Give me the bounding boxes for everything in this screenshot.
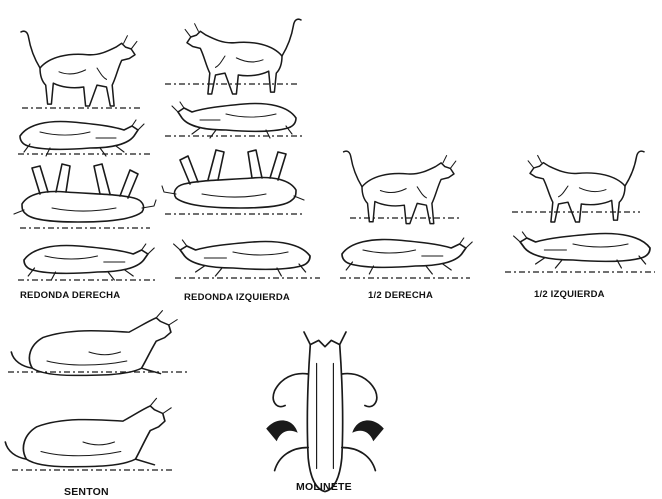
label-redonda-derecha: REDONDA DERECHA	[20, 290, 120, 301]
rd-on-back	[14, 164, 156, 222]
ri-standing	[185, 19, 301, 94]
senton-top	[11, 311, 177, 376]
label-senton: SENTON	[64, 486, 109, 498]
md-standing	[344, 151, 456, 223]
md-lying	[342, 238, 472, 274]
molinete-top-view	[266, 332, 384, 492]
rd-lying-end	[24, 244, 154, 280]
senton-bottom	[5, 398, 171, 466]
label-media-derecha: 1/2 DERECHA	[368, 290, 433, 301]
ri-lying-end	[174, 240, 310, 276]
label-redonda-izquierda: REDONDA IZQUIERDA	[184, 292, 290, 303]
rd-lying	[20, 120, 144, 156]
label-media-izquierda: 1/2 IZQUIERDA	[534, 289, 605, 300]
mi-lying	[514, 232, 650, 268]
ri-on-back	[162, 150, 304, 208]
rd-standing	[21, 31, 137, 106]
ri-lying	[172, 102, 296, 138]
label-molinete: MOLINETE	[296, 481, 352, 493]
